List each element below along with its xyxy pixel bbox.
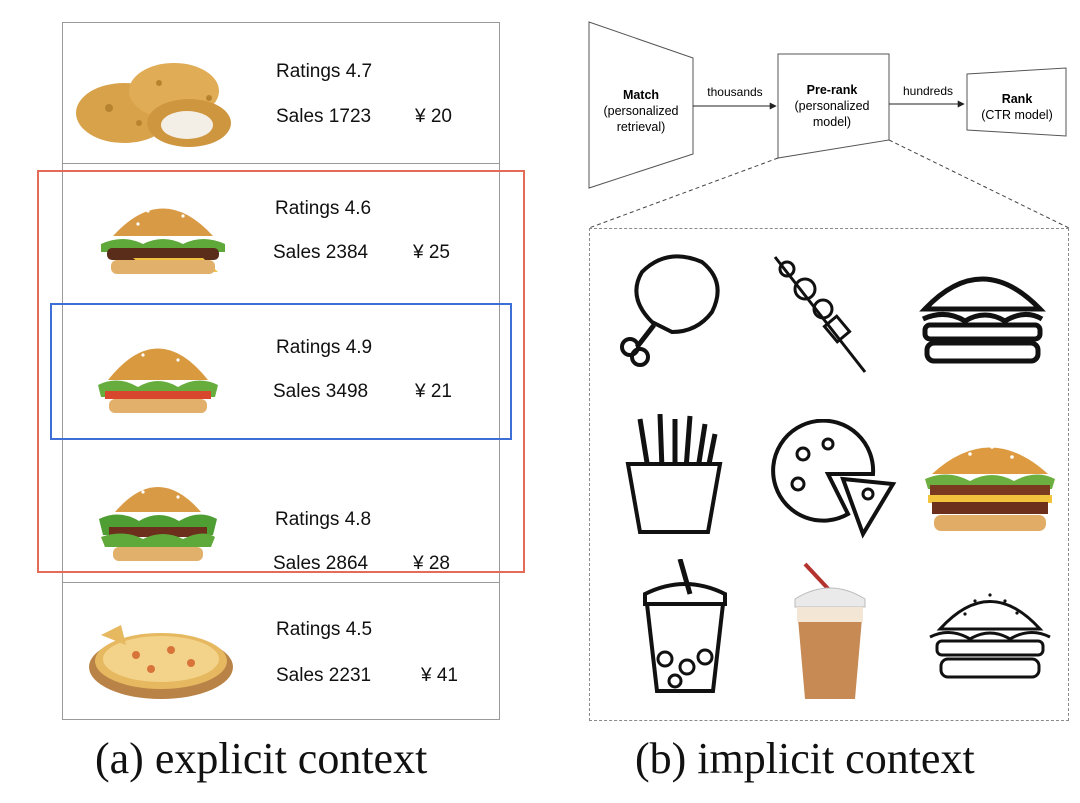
stage-title: Rank <box>1002 92 1033 106</box>
stage-subtitle: model) <box>813 115 851 129</box>
price-label: ¥ 20 <box>415 106 452 127</box>
stage-subtitle: (personalized <box>603 104 678 118</box>
list-item: Ratings 4.7 Sales 1723 ¥ 20 <box>63 23 499 163</box>
burger-image <box>101 204 225 274</box>
fries-icon <box>625 414 723 534</box>
rating-label: Ratings 4.6 <box>275 198 372 219</box>
list-item: Ratings 4.5 Sales 2231 ¥ 41 <box>63 583 499 719</box>
list-item: Ratings 4.9 Sales 3498 ¥ 21 <box>63 305 499 442</box>
match-stage <box>588 21 694 189</box>
rating-label: Ratings 4.8 <box>275 509 372 530</box>
pipeline-diagram: Match (personalized retrieval) thousands… <box>588 21 1070 229</box>
sales-label: Sales 3498 <box>273 381 369 402</box>
row-divider <box>63 163 499 164</box>
skewer-icon <box>773 256 867 373</box>
price-label: ¥ 21 <box>415 381 452 402</box>
bubble-tea-icon <box>643 559 727 693</box>
target-item-highlight <box>50 303 512 440</box>
rating-label: Ratings 4.5 <box>276 619 373 640</box>
row-divider <box>63 582 499 583</box>
burger-line-icon <box>919 276 1046 364</box>
implicit-context-grid <box>589 228 1069 721</box>
sales-label: Sales 2231 <box>276 665 372 686</box>
price-label: ¥ 25 <box>413 242 450 263</box>
burger-image <box>98 345 218 413</box>
explicit-context-list: Ratings 4.7 Sales 1723 ¥ 20 Ratings 4.6 … <box>62 22 500 720</box>
price-label: ¥ 28 <box>413 553 450 574</box>
stage-title: Match <box>623 88 659 102</box>
iced-coffee-photo <box>794 562 866 699</box>
zoom-line-right <box>888 139 1070 229</box>
stage-subtitle: (CTR model) <box>981 108 1053 122</box>
arrow-label: hundreds <box>903 84 953 98</box>
burger-photo <box>925 445 1055 531</box>
list-item: Ratings 4.6 Sales 2384 ¥ 25 <box>63 164 499 301</box>
zoom-line-left <box>588 157 779 229</box>
pizza-line-icon <box>771 419 897 539</box>
rank-stage <box>966 67 1067 137</box>
caption-implicit-context: (b) implicit context <box>635 734 975 783</box>
arrow-label: thousands <box>707 85 762 99</box>
stage-subtitle: (personalized <box>794 99 869 113</box>
sales-label: Sales 2384 <box>273 242 369 263</box>
candidate-set-highlight <box>37 170 525 573</box>
burger-outline-icon <box>929 593 1051 679</box>
chicken-nuggets-image <box>76 63 231 147</box>
sales-label: Sales 1723 <box>276 106 372 127</box>
burger-image <box>99 483 217 561</box>
rating-label: Ratings 4.7 <box>276 61 373 82</box>
list-item: Ratings 4.8 Sales 2864 ¥ 28 <box>63 453 499 581</box>
caption-explicit-context: (a) explicit context <box>95 734 428 783</box>
sales-label: Sales 2864 <box>273 553 369 574</box>
stage-title: Pre-rank <box>807 83 858 97</box>
rating-label: Ratings 4.9 <box>276 337 373 358</box>
price-label: ¥ 41 <box>421 665 458 686</box>
chicken-leg-icon <box>620 254 720 367</box>
pizza-image <box>89 625 233 699</box>
stage-subtitle: retrieval) <box>617 120 666 134</box>
